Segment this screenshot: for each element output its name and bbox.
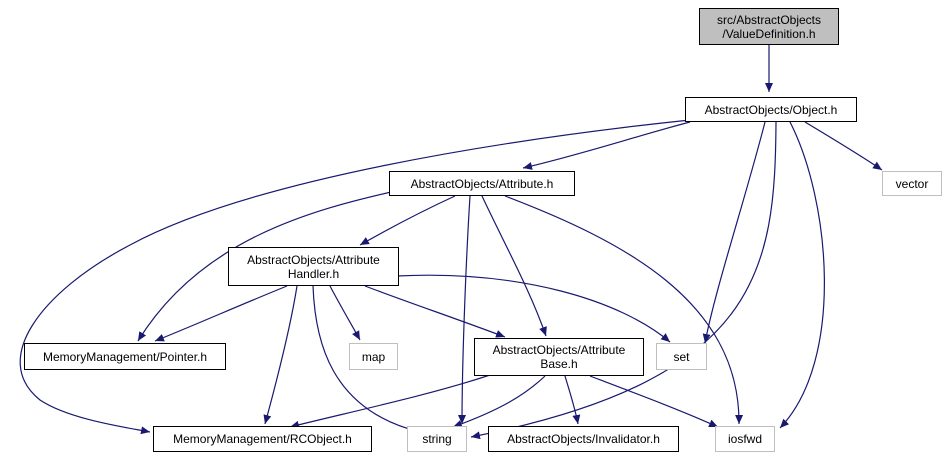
- node-label-line: AbstractObjects/Attribute: [247, 252, 380, 267]
- node-label: set: [673, 349, 690, 364]
- node-value-definition[interactable]: src/AbstractObjects /ValueDefinition.h: [699, 8, 839, 45]
- node-map[interactable]: map: [349, 343, 398, 370]
- edge-attribute-to-iosfwd: [504, 195, 744, 425]
- edge-attribute-handler-to-rcobject: [263, 285, 298, 425]
- node-vector[interactable]: vector: [882, 171, 942, 196]
- edge-attribute-handler-to-attribute-base: [364, 285, 506, 338]
- node-label-line: AbstractObjects/Attribute: [492, 343, 626, 357]
- node-label-line: src/AbstractObjects: [716, 12, 822, 27]
- node-label-line: Base.h: [540, 357, 578, 371]
- edge-attribute-base-to-rcobject: [289, 374, 491, 429]
- edge-object-to-string: [470, 121, 777, 440]
- edge-object-to-attribute: [522, 121, 691, 170]
- node-rcobject[interactable]: MemoryManagement/RCObject.h: [153, 426, 372, 452]
- node-attribute[interactable]: AbstractObjects/Attribute.h: [389, 171, 575, 196]
- edge-object-to-set: [702, 121, 766, 344]
- edge-attribute-to-pointer: [137, 189, 401, 342]
- node-label-line: Handler.h: [287, 266, 340, 281]
- edge-attribute-base-to-iosfwd: [589, 375, 719, 428]
- node-label: MemoryManagement/RCObject.h: [173, 432, 352, 446]
- node-object[interactable]: AbstractObjects/Object.h: [685, 97, 857, 122]
- edge-attribute-handler-to-map: [329, 285, 361, 341]
- node-label-line: /ValueDefinition.h: [722, 26, 816, 41]
- node-label: vector: [895, 176, 929, 191]
- node-attribute-base[interactable]: AbstractObjects/Attribute Base.h: [474, 338, 644, 376]
- edge-attribute-base-to-string: [452, 375, 546, 428]
- edge-attribute-handler-to-pointer: [154, 285, 288, 342]
- node-pointer[interactable]: MemoryManagement/Pointer.h: [24, 343, 226, 370]
- node-string[interactable]: string: [407, 426, 467, 452]
- edge-object-to-iosfwd: [779, 121, 825, 429]
- node-label: MemoryManagement/Pointer.h: [42, 349, 208, 364]
- node-label: iosfwd: [727, 432, 762, 446]
- node-label: AbstractObjects/Invalidator.h: [507, 432, 660, 446]
- edge-attribute-to-string: [458, 195, 471, 425]
- edge-attribute-to-attribute-base: [481, 195, 547, 337]
- edge-object-to-vector: [804, 121, 883, 171]
- edge-object-to-rcobject: [19, 119, 691, 435]
- node-label: string: [422, 432, 452, 446]
- node-attribute-handler[interactable]: AbstractObjects/Attribute Handler.h: [228, 247, 399, 286]
- node-set[interactable]: set: [656, 343, 707, 370]
- edge-attribute-to-attribute-handler: [359, 195, 456, 246]
- edge-attribute-handler-to-set: [396, 274, 671, 343]
- node-invalidator[interactable]: AbstractObjects/Invalidator.h: [488, 426, 679, 452]
- edge-attribute-base-to-invalidator: [564, 375, 581, 425]
- node-iosfwd[interactable]: iosfwd: [715, 426, 775, 452]
- node-label: AbstractObjects/Object.h: [704, 102, 838, 117]
- edge-attribute-handler-to-string: [312, 285, 421, 434]
- node-label: map: [361, 349, 386, 364]
- node-label: AbstractObjects/Attribute.h: [410, 176, 554, 191]
